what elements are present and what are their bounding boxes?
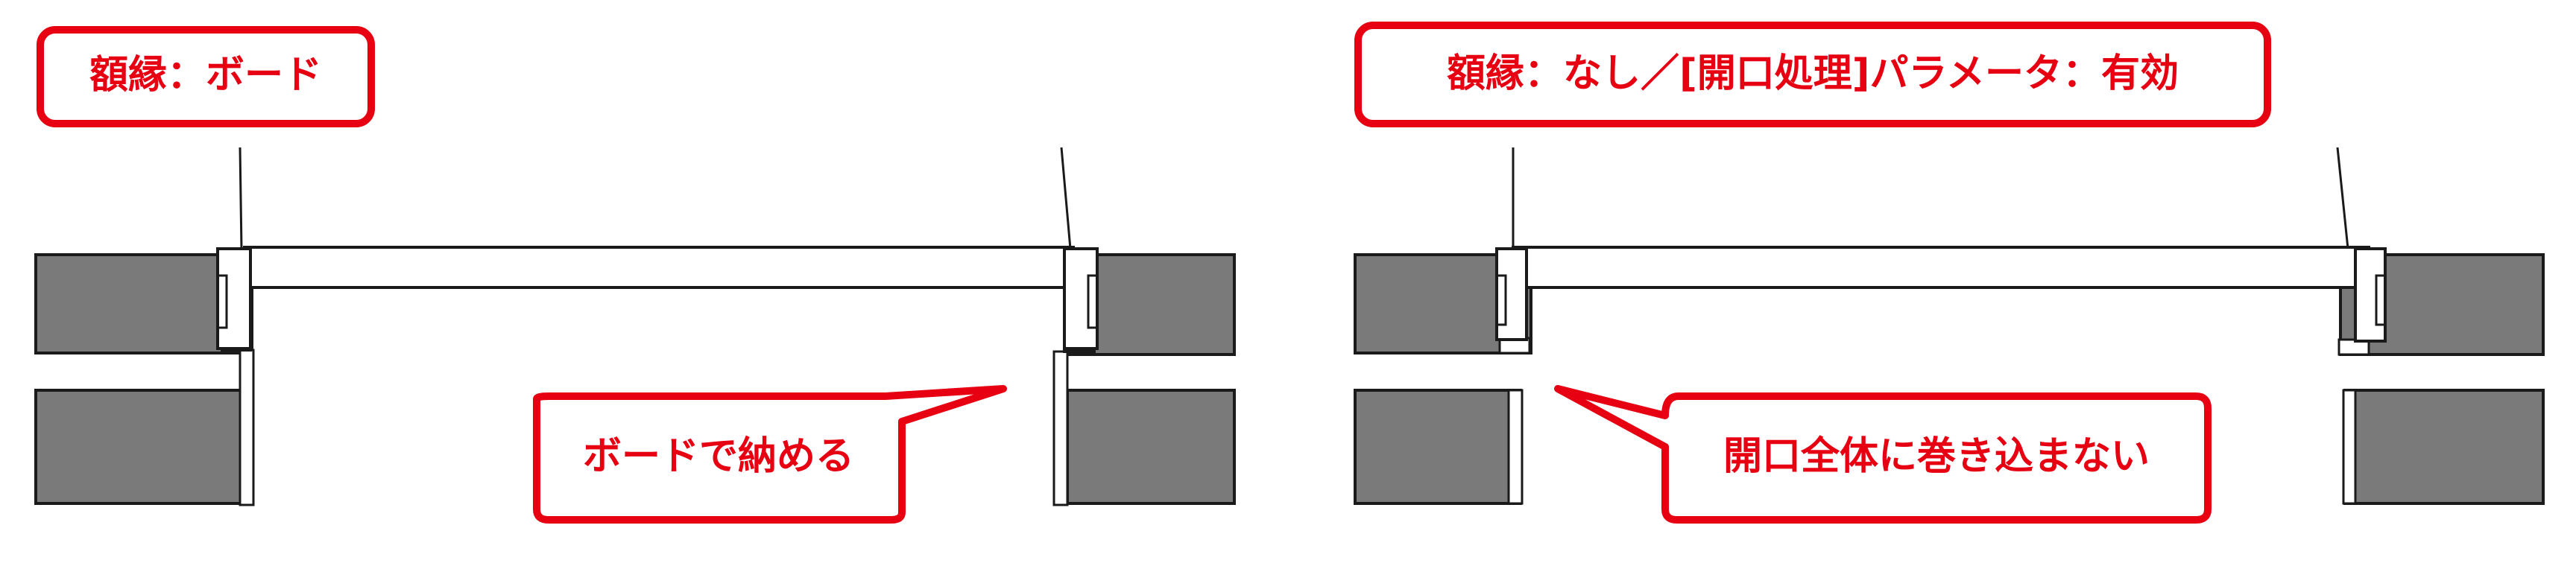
right-title-box [1354,22,2271,127]
right-title-text: 額縁：なし／[開口処理]パラメータ：有効 [1447,51,2179,96]
right-frame-jamb-left [1495,247,1528,341]
left-panel: 額縁：ボード ボードで納める [34,26,1236,524]
left-window-head [243,246,1075,289]
right-panel: 額縁：なし／[開口処理]パラメータ：有効 開口全体に巻き込まない [1354,22,2545,524]
left-board-strip-right [1052,350,1069,506]
right-frame-jamb-left-hatch [1497,274,1507,326]
left-title-text: 額縁：ボード [89,53,322,98]
right-return-right [2342,389,2357,505]
right-window-head [1512,246,2370,289]
left-frame-jamb-left-hatch [218,274,228,329]
left-wall-lower-right [1066,389,1236,505]
right-callout-text: 開口全体に巻き込まない [1723,434,2150,479]
left-frame-jamb-right-hatch [1087,274,1097,329]
left-wall-lower-left [34,389,244,505]
left-callout-bubble [533,385,1007,524]
right-callout-bubble [1554,385,2212,524]
right-wall-lower-left [1354,389,1522,505]
right-wall-lower-right [2343,389,2545,505]
left-board-strip-left [239,349,255,506]
left-frame-jamb-left [216,247,252,350]
left-leader-line-right [1060,147,1072,249]
left-leader-line-left [239,147,243,249]
right-return-left [1507,389,1524,505]
left-frame-jamb-right [1063,247,1099,350]
right-frame-jamb-right [2354,247,2387,343]
right-leader-line-right [2336,147,2349,249]
left-title-box [37,26,375,127]
left-wall-upper-left [34,253,253,354]
left-callout-text: ボードで納める [583,434,854,479]
left-frame-shadow [221,349,1096,353]
right-frame-jamb-right-hatch [2375,274,2385,326]
